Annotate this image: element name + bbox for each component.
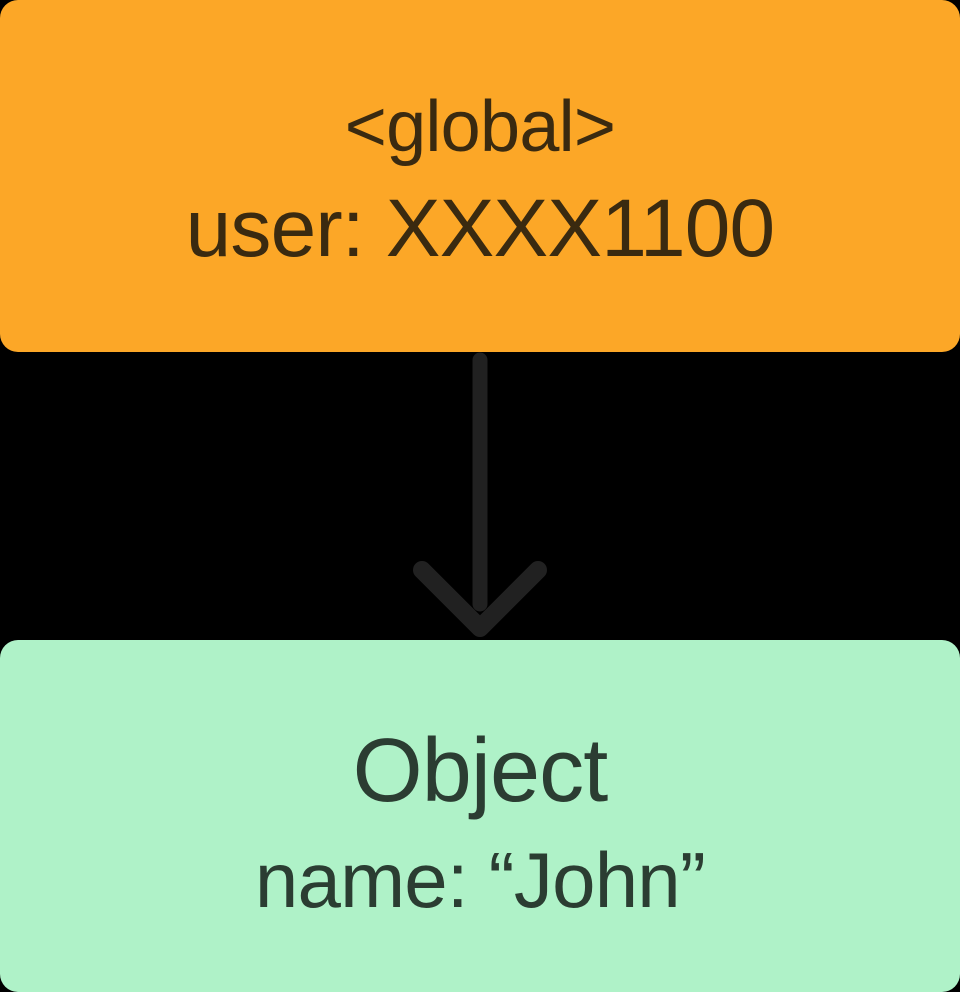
node-object-property: name: “John” (254, 836, 706, 925)
arrow-down-icon (413, 352, 547, 637)
node-object: Object name: “John” (0, 640, 960, 992)
node-global: <global> user: XXXX1100 (0, 0, 960, 352)
edge-global-to-object (0, 352, 960, 640)
node-object-title: Object (352, 720, 609, 821)
node-global-property: user: XXXX1100 (185, 182, 776, 274)
node-global-title: <global> (344, 87, 616, 168)
